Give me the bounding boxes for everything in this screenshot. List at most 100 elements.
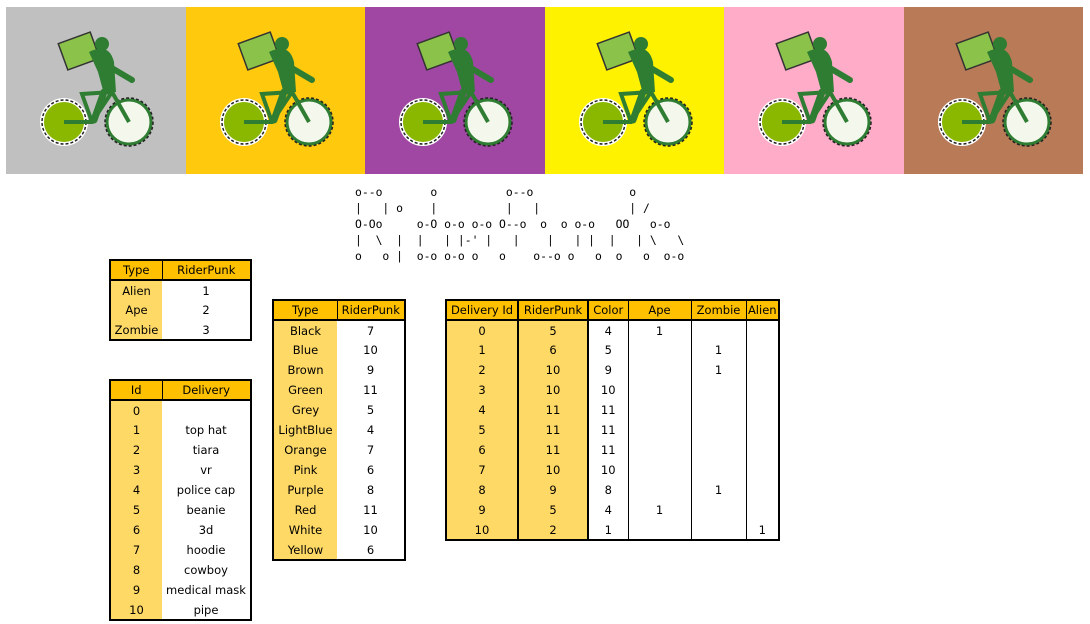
color-table-cell: 5 bbox=[366, 403, 375, 417]
delivery-table-cell: 4 bbox=[110, 480, 162, 500]
counts-table-cell: 5 bbox=[517, 320, 588, 340]
delivery-table-cell: vr bbox=[200, 463, 212, 477]
counts-table-cell bbox=[745, 440, 779, 460]
color-table-header-cell: Type bbox=[273, 300, 337, 321]
counts-table-cell: 9 bbox=[446, 500, 518, 520]
rider-tile bbox=[544, 7, 724, 174]
color-table-cell: 8 bbox=[366, 483, 375, 497]
delivery-table-cell: 9 bbox=[110, 580, 162, 600]
color-table-cell: White bbox=[273, 520, 337, 540]
counts-table-cell: 8 bbox=[587, 480, 628, 500]
type-table-header-cell: Type bbox=[110, 260, 162, 281]
color-table-cell: 11 bbox=[363, 503, 378, 517]
color-table-cell: LightBlue bbox=[273, 420, 337, 440]
counts-table-header-cell: RiderPunk bbox=[517, 300, 588, 321]
counts-table-cell bbox=[627, 520, 691, 540]
counts-table-cell: 10 bbox=[517, 360, 588, 380]
counts-table-cell bbox=[627, 340, 691, 360]
color-table-cell: 9 bbox=[366, 363, 375, 377]
rider-icon bbox=[399, 31, 513, 147]
delivery-table-cell: top hat bbox=[185, 423, 227, 437]
rider-icon bbox=[219, 31, 334, 147]
counts-table-cell: 10 bbox=[517, 380, 588, 400]
table-row: Purple 8 bbox=[273, 480, 405, 500]
counts-table-cell: 2 bbox=[517, 520, 588, 540]
color-table-cell: Black bbox=[273, 320, 337, 340]
counts-table-cell: 2 bbox=[446, 360, 518, 380]
color-table-cell: 6 bbox=[366, 542, 375, 557]
color-table-cell: 7 bbox=[366, 443, 375, 457]
delivery-table-cell: 1 bbox=[110, 420, 162, 440]
counts-table-cell: 1 bbox=[627, 500, 691, 520]
delivery-table-cell: 5 bbox=[110, 500, 162, 520]
counts-table-header-cell: Delivery Id bbox=[446, 300, 518, 321]
table-row: 5 beanie bbox=[110, 500, 251, 520]
counts-table-cell bbox=[745, 460, 779, 480]
table-row: LightBlue 4 bbox=[273, 420, 405, 440]
color-table-cell: 11 bbox=[363, 383, 378, 397]
delivery-table-cell: beanie bbox=[186, 503, 226, 517]
counts-table-cell bbox=[690, 380, 746, 400]
color-table-cell: Brown bbox=[273, 360, 337, 380]
counts-table-cell bbox=[745, 380, 779, 400]
counts-table-cell bbox=[745, 480, 779, 500]
counts-table-cell bbox=[627, 400, 691, 420]
table-row: 3 vr bbox=[110, 460, 251, 480]
counts-table-cell bbox=[690, 440, 746, 460]
type-table-cell: 1 bbox=[202, 283, 210, 298]
counts-table-cell: 11 bbox=[517, 400, 588, 420]
counts-table-cell: 6 bbox=[517, 340, 588, 360]
delivery-table-cell: 0 bbox=[110, 400, 162, 420]
counts-table-cell bbox=[627, 360, 691, 380]
counts-table-cell: 1 bbox=[446, 340, 518, 360]
type-table-cell: 3 bbox=[202, 322, 210, 337]
color-table-cell: 4 bbox=[366, 423, 375, 437]
rider-banner bbox=[6, 7, 1083, 174]
counts-table-cell: 1 bbox=[745, 520, 779, 540]
counts-table-cell bbox=[627, 460, 691, 480]
type-table-header-cell: RiderPunk bbox=[161, 260, 251, 281]
counts-table-cell: 4 bbox=[446, 400, 518, 420]
table-row: Black 7 bbox=[273, 320, 405, 340]
type-table-cell: Alien bbox=[110, 280, 162, 300]
counts-table-cell: 1 bbox=[627, 320, 691, 340]
rider-icon bbox=[937, 31, 1052, 147]
counts-table-cell bbox=[690, 500, 746, 520]
counts-table-cell: 10 bbox=[446, 520, 518, 540]
color-table-cell: Yellow bbox=[273, 540, 337, 560]
delivery-table-cell: 3d bbox=[198, 523, 214, 537]
color-table-cell: 7 bbox=[366, 323, 375, 338]
counts-table-cell bbox=[745, 320, 779, 340]
counts-table-cell bbox=[690, 320, 746, 340]
counts-table-cell: 5 bbox=[587, 340, 628, 360]
table-row: Alien 1 bbox=[110, 280, 251, 300]
counts-table-cell: 11 bbox=[517, 420, 588, 440]
rider-tile bbox=[6, 7, 186, 174]
color-table-cell: Purple bbox=[273, 480, 337, 500]
delivery-table-cell: 3 bbox=[110, 460, 162, 480]
counts-table-header-cell: Alien bbox=[745, 300, 779, 321]
